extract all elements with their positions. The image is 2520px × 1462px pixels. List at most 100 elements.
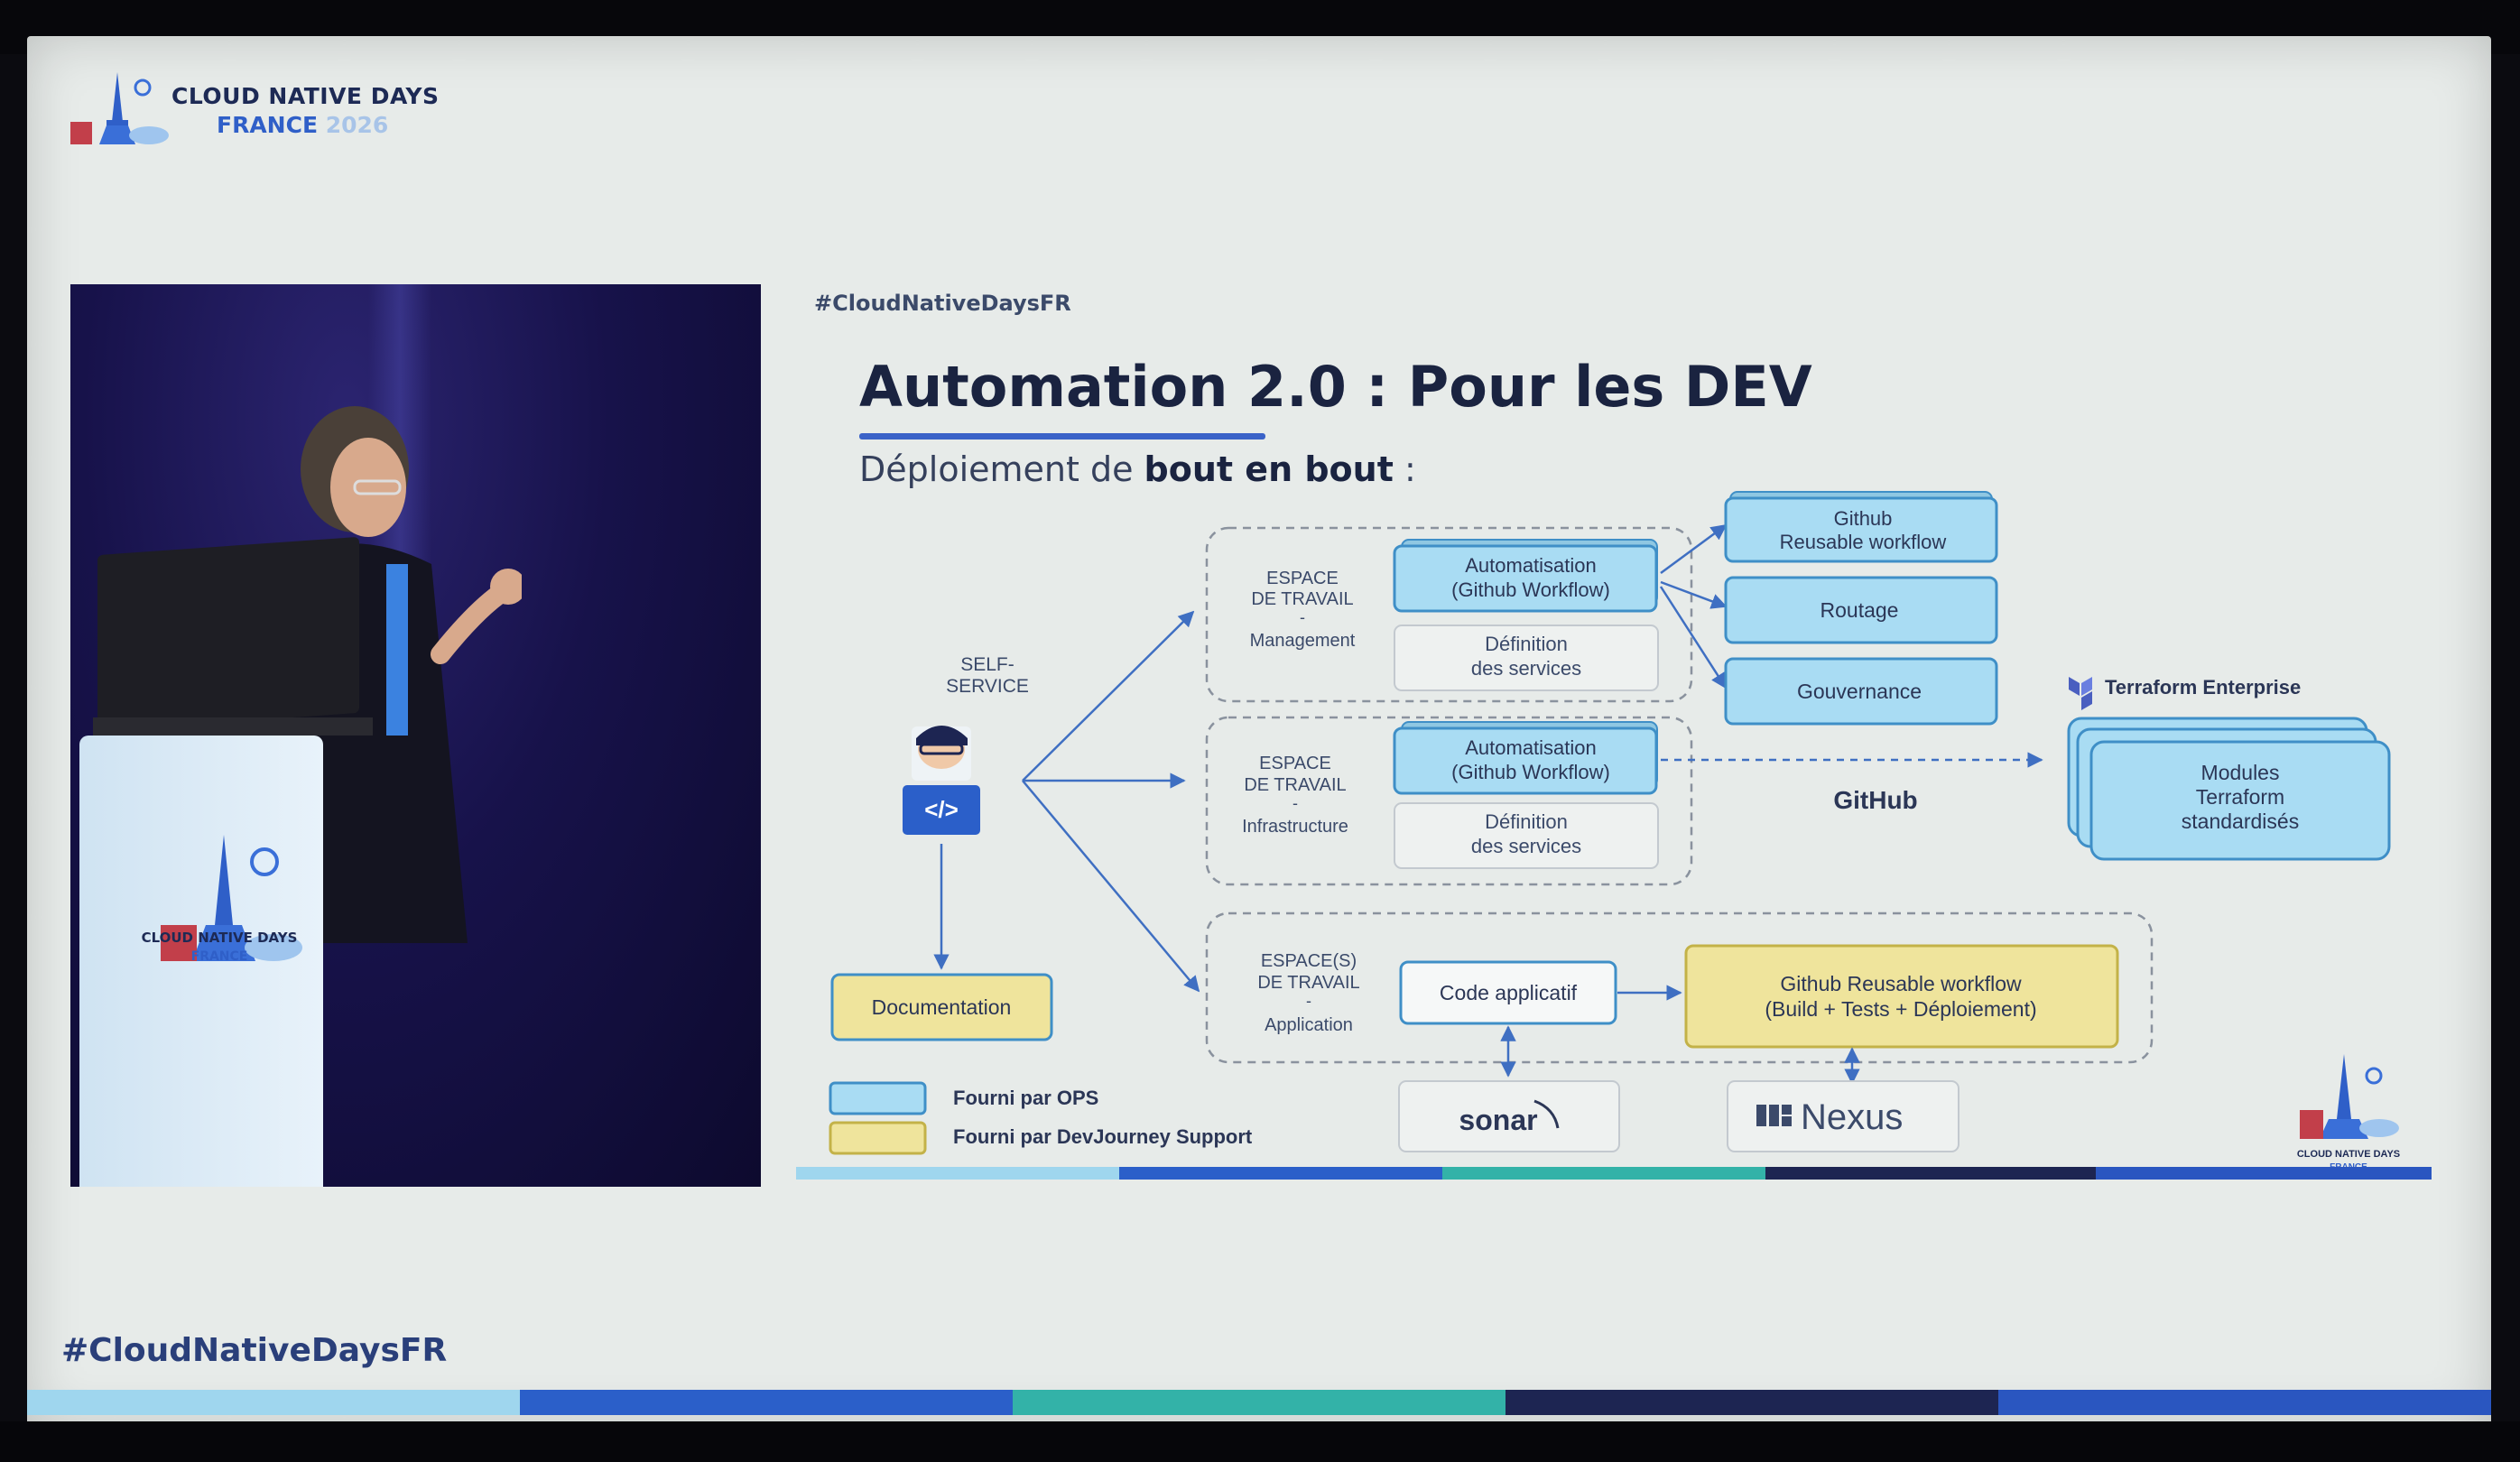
- ws-infra-line4: Infrastructure: [1242, 817, 1348, 837]
- ws-app-line2: DE TRAVAIL: [1257, 973, 1359, 993]
- arrow-to-gouvernance: [1659, 586, 1728, 689]
- automatisation-2-line1: Automatisation: [1465, 736, 1597, 759]
- documentation-box: [830, 973, 1053, 1041]
- subtitle-bold: bout en bout: [1144, 449, 1394, 489]
- title-underline: [859, 433, 1265, 440]
- ws-management-line1: ESPACE: [1266, 569, 1339, 588]
- gouvernance-label: Gouvernance: [1797, 680, 1922, 703]
- definition-2-line2: des services: [1471, 835, 1581, 857]
- definition-2-box: [1394, 802, 1659, 869]
- modules-line2: Terraform: [2196, 785, 2284, 809]
- self-service-label-line2: SERVICE: [946, 676, 1029, 697]
- terraform-brand: Terraform Enterprise: [2105, 676, 2301, 699]
- code-applicatif-label: Code applicatif: [1440, 981, 1578, 1004]
- github-reusable-app-line2: (Build + Tests + Déploiement): [1765, 997, 2036, 1021]
- podium-text-title: CLOUD NATIVE DAYS: [141, 930, 298, 946]
- footer-hashtag: #CloudNativeDaysFR: [61, 1332, 448, 1369]
- screen-bar-segment-5: [1998, 1390, 2491, 1415]
- conference-title: CLOUD NATIVE DAYS: [171, 83, 440, 109]
- subtitle-pre: Déploiement de: [859, 449, 1144, 489]
- github-reusable-app-box: [1684, 944, 2119, 1049]
- slide-bar-segment-4: [1765, 1167, 2096, 1180]
- screen-bottom-bar: [27, 1390, 2491, 1415]
- ws-app-line3: -: [1306, 992, 1311, 1010]
- legend-ops-swatch: [829, 1081, 927, 1115]
- slide-subtitle: Déploiement de bout en bout :: [859, 449, 1416, 489]
- slide-bar-segment-3: [1442, 1167, 1765, 1180]
- slide-title: Automation 2.0 : Pour les DEV: [859, 354, 1812, 420]
- slide-hashtag: #CloudNativeDaysFR: [814, 291, 1071, 316]
- automatisation-2-box: [1393, 726, 1658, 795]
- arrow-to-application: [1022, 780, 1200, 993]
- github-reusable-box: [1724, 496, 1998, 563]
- conference-country: FRANCE: [217, 112, 319, 138]
- corner-logo-title: CLOUD NATIVE DAYS: [2297, 1149, 2400, 1160]
- definition-1-box: [1394, 625, 1659, 691]
- speaker-video-panel: CLOUD NATIVE DAYS: [70, 284, 761, 1187]
- sonar-box: [1398, 1080, 1620, 1152]
- ws-app-line1: ESPACE(S): [1261, 951, 1357, 971]
- arrow-to-management: [1022, 610, 1195, 782]
- definition-1-line1: Définition: [1485, 633, 1568, 655]
- workspace-infrastructure-box: [1205, 716, 1693, 886]
- laptop-base: [93, 717, 373, 736]
- routage-box: [1724, 576, 1998, 644]
- ws-infra-line1: ESPACE: [1259, 754, 1331, 773]
- conference-year: 2026: [325, 112, 389, 138]
- modules-terraform-box: [2089, 740, 2391, 861]
- ws-infra-line2: DE TRAVAIL: [1244, 775, 1346, 795]
- conference-subtitle: FRANCE 2026: [217, 112, 388, 138]
- definition-2-line1: Définition: [1485, 810, 1568, 833]
- automatisation-1-line2: (Github Workflow): [1451, 578, 1610, 601]
- automatisation-1-line1: Automatisation: [1465, 554, 1597, 577]
- ws-app-line4: Application: [1265, 1015, 1353, 1035]
- documentation-label: Documentation: [872, 995, 1012, 1019]
- slide-corner-logo: [2300, 1054, 2399, 1139]
- nexus-logo-text: Nexus: [1801, 1097, 1903, 1137]
- screen-bar-segment-4: [1506, 1390, 1998, 1415]
- modules-line1: Modules: [2201, 761, 2280, 784]
- automatisation-2-line2: (Github Workflow): [1451, 761, 1610, 783]
- nexus-box: [1727, 1080, 1959, 1152]
- ws-management-line4: Management: [1250, 631, 1356, 651]
- podium-text-country: FRANCE: [190, 949, 248, 964]
- sonar-wave-icon: [1533, 1099, 1560, 1129]
- arrow-to-routage: [1660, 580, 1728, 609]
- definition-1-line2: des services: [1471, 657, 1581, 680]
- legend-ops-label: Fourni par OPS: [953, 1087, 1098, 1109]
- svg-text:</>: </>: [924, 796, 959, 823]
- subtitle-post: :: [1393, 449, 1416, 489]
- github-reusable-line1: Github: [1834, 507, 1893, 530]
- routage-label: Routage: [1821, 598, 1899, 622]
- screen-bar-segment-3: [1013, 1390, 1506, 1415]
- podium-logo: [161, 835, 302, 961]
- gouvernance-box: [1724, 657, 1998, 726]
- terraform-icon: [2069, 677, 2092, 710]
- github-label: GitHub: [1833, 786, 1917, 814]
- legend-devjourney-label: Fourni par DevJourney Support: [953, 1125, 1253, 1148]
- nexus-icon: [1756, 1105, 1792, 1126]
- workspace-application-box: [1205, 911, 2154, 1064]
- ws-management-line3: -: [1300, 608, 1305, 626]
- conference-logo: [70, 72, 169, 144]
- slide-bar-segment-1: [796, 1167, 1119, 1180]
- slide-bar-segment-2: [1119, 1167, 1442, 1180]
- github-reusable-app-line1: Github Reusable workflow: [1780, 972, 2022, 995]
- automatisation-1-box: [1393, 544, 1658, 613]
- workspace-management-box: [1205, 526, 1693, 703]
- developer-icon: </>: [903, 726, 980, 835]
- slide-bar-segment-5: [2096, 1167, 2432, 1180]
- room-floor: [0, 1421, 2520, 1462]
- screen-bar-segment-1: [27, 1390, 520, 1415]
- modules-line3: standardisés: [2182, 810, 2299, 833]
- screen-bar-segment-2: [520, 1390, 1013, 1415]
- code-applicatif-box: [1399, 960, 1617, 1025]
- sonar-logo-text: sonar: [1459, 1104, 1537, 1136]
- ws-infra-line3: -: [1292, 794, 1298, 812]
- legend-devjourney-swatch: [829, 1121, 927, 1155]
- github-reusable-line2: Reusable workflow: [1780, 531, 1947, 553]
- arrow-to-github-reusable: [1660, 523, 1728, 575]
- ws-management-line2: DE TRAVAIL: [1251, 589, 1353, 609]
- self-service-label-line1: SELF-: [960, 654, 1014, 675]
